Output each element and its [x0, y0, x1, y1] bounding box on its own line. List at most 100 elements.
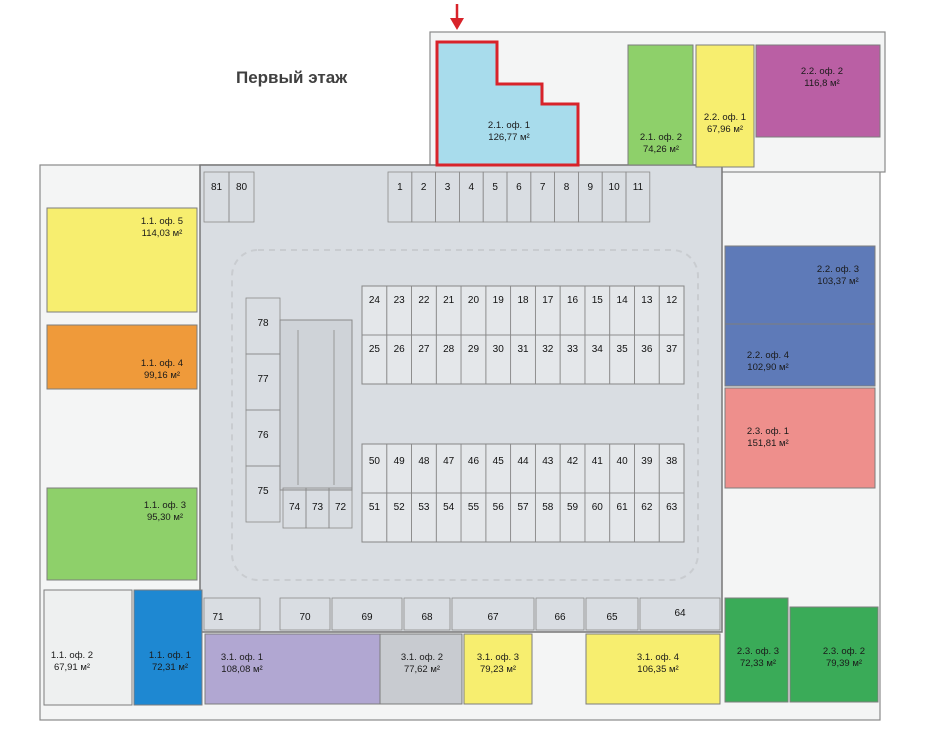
unit-2-3-of-3-shape[interactable]: [724, 597, 789, 703]
parking-spot-label-46: 46: [468, 456, 480, 467]
parking-spot-label-20: 20: [468, 295, 480, 306]
parking-spot-label-81: 81: [211, 182, 223, 193]
parking-spot-label-71: 71: [212, 612, 224, 623]
units-layer: [43, 41, 881, 706]
parking-spot-label-9: 9: [588, 182, 594, 193]
parking-spot-label-42: 42: [567, 456, 579, 467]
parking-spot-label-3: 3: [445, 182, 451, 193]
parking-spot-label-11: 11: [633, 182, 644, 193]
parking-spot-66[interactable]: [535, 597, 585, 631]
unit-2-2-of-4-shape[interactable]: [724, 323, 876, 387]
unit-2-3-of-2-shape[interactable]: [789, 606, 879, 703]
parking-spot-label-18: 18: [517, 295, 529, 306]
parking-spot-label-32: 32: [542, 344, 554, 355]
unit-2-2-of-1-shape[interactable]: [695, 44, 755, 168]
parking-spot-label-52: 52: [394, 502, 406, 513]
parking-spot-label-45: 45: [493, 456, 505, 467]
parking-spot-37[interactable]: [658, 334, 685, 385]
parking-spot-label-31: 31: [517, 344, 529, 355]
parking-spot-label-58: 58: [542, 502, 554, 513]
unit-1-1-of-4-shape[interactable]: [46, 324, 198, 390]
parking-spot-67[interactable]: [451, 597, 535, 631]
unit-3-1-of-4-shape[interactable]: [585, 633, 721, 705]
parking-spot-label-23: 23: [394, 295, 406, 306]
garage-floor: [199, 164, 723, 633]
parking-spot-label-73: 73: [312, 502, 324, 513]
parking-spot-63[interactable]: [658, 492, 685, 543]
unit-2-2-of-3-shape[interactable]: [724, 245, 876, 325]
parking-spot-label-80: 80: [236, 182, 248, 193]
parking-spot-label-75: 75: [257, 486, 269, 497]
parking-spot-label-16: 16: [567, 295, 579, 306]
parking-spot-label-70: 70: [299, 612, 311, 623]
parking-spot-label-14: 14: [617, 295, 629, 306]
parking-spot-label-48: 48: [418, 456, 430, 467]
unit-1-1-of-3-shape[interactable]: [46, 487, 198, 581]
parking-spot-11[interactable]: [625, 171, 651, 223]
selected-unit-highlight: [435, 40, 580, 167]
parking-spot-label-68: 68: [421, 612, 433, 623]
parking-spot-72[interactable]: [328, 487, 353, 529]
parking-spot-label-29: 29: [468, 344, 480, 355]
parking-spot-label-61: 61: [617, 502, 629, 513]
unit-3-1-of-1-shape[interactable]: [204, 633, 381, 705]
parking-spot-label-19: 19: [493, 295, 505, 306]
parking-spot-label-13: 13: [641, 295, 653, 306]
parking-spot-label-4: 4: [469, 182, 475, 193]
parking-spot-label-22: 22: [418, 295, 430, 306]
parking-spot-label-30: 30: [493, 344, 505, 355]
parking-spot-label-8: 8: [564, 182, 570, 193]
parking-spot-69[interactable]: [331, 597, 403, 631]
parking-spot-label-67: 67: [487, 612, 499, 623]
parking-spot-label-59: 59: [567, 502, 579, 513]
parking-spot-label-15: 15: [592, 295, 604, 306]
floor-title: Первый этаж: [236, 68, 348, 87]
parking-spot-label-40: 40: [617, 456, 629, 467]
unit-1-1-of-2-shape[interactable]: [43, 589, 133, 706]
parking-spot-80[interactable]: [228, 171, 255, 223]
unit-1-1-of-1-shape[interactable]: [133, 589, 203, 706]
unit-3-1-of-2-shape[interactable]: [379, 633, 463, 705]
parking-spot-label-35: 35: [617, 344, 629, 355]
parking-spot-label-51: 51: [369, 502, 381, 513]
parking-spot-label-77: 77: [257, 374, 269, 385]
parking-spot-label-50: 50: [369, 456, 381, 467]
parking-spot-65[interactable]: [585, 597, 639, 631]
parking-spot-label-66: 66: [554, 612, 566, 623]
parking-spot-label-43: 43: [542, 456, 554, 467]
parking-spot-label-21: 21: [443, 295, 455, 306]
parking-spot-71[interactable]: [203, 597, 261, 631]
parking-spot-label-17: 17: [542, 295, 554, 306]
parking-spot-label-26: 26: [394, 344, 406, 355]
parking-spot-label-60: 60: [592, 502, 604, 513]
unit-2-3-of-1-shape[interactable]: [724, 387, 876, 489]
unit-2-1-of-2-shape[interactable]: [627, 44, 694, 166]
parking-spot-label-74: 74: [289, 502, 301, 513]
parking-spot-70[interactable]: [279, 597, 331, 631]
parking-spot-label-38: 38: [666, 456, 678, 467]
parking-spot-64[interactable]: [639, 597, 721, 631]
parking-spot-75[interactable]: [245, 465, 281, 523]
unit-1-1-of-5-shape[interactable]: [46, 207, 198, 313]
parking-spot-label-47: 47: [443, 456, 455, 467]
parking-spot-label-72: 72: [335, 502, 347, 513]
parking-spot-label-41: 41: [592, 456, 604, 467]
unit-3-1-of-3-shape[interactable]: [463, 633, 533, 705]
parking-spot-label-28: 28: [443, 344, 455, 355]
parking-spot-label-49: 49: [394, 456, 406, 467]
unit-2-2-of-2-shape[interactable]: [755, 44, 881, 138]
parking-spot-68[interactable]: [403, 597, 451, 631]
arrow-down-icon: [450, 4, 464, 30]
